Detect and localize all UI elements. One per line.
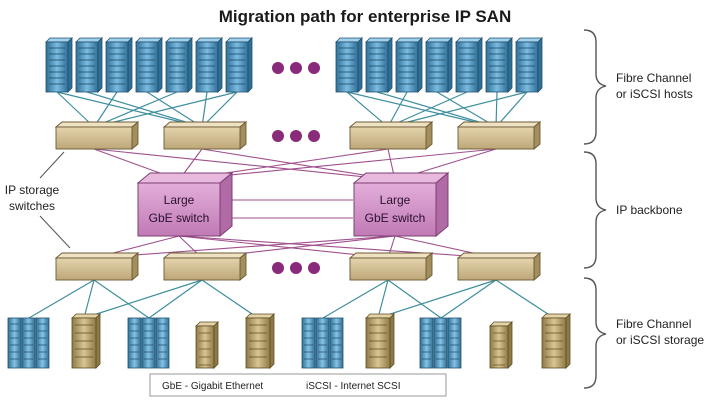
ip-switches-label-2: switches [9, 199, 55, 213]
backbone-link [93, 235, 396, 259]
iscsi-storage-unit [541, 313, 571, 369]
fc-storage-array [7, 317, 50, 369]
host-link [387, 91, 468, 128]
bottom-ip-switch [162, 252, 248, 281]
top-ip-switch [348, 121, 434, 150]
core-switch-right-label-1: Large [380, 193, 411, 207]
iscsi-storage-unit [245, 313, 275, 369]
backbone-link [178, 235, 497, 259]
ellipsis-hosts [272, 62, 320, 74]
legend: GbE - Gigabit Ethernet iSCSI - Internet … [149, 373, 447, 397]
host-server [75, 37, 103, 93]
diagram-title: Migration path for enterprise IP SAN [219, 7, 512, 26]
storage-link [148, 279, 203, 319]
ip-switches-pointer-bottom [39, 215, 71, 249]
host-link [56, 91, 203, 128]
bottom-ip-switch [456, 252, 542, 281]
host-link [201, 91, 208, 128]
storage-devices [7, 313, 571, 369]
storage-link [387, 279, 442, 319]
storage-link [495, 279, 555, 319]
host-server [365, 37, 393, 93]
storage-link [93, 279, 150, 319]
fc-storage-array [419, 317, 462, 369]
host-server [485, 37, 513, 93]
iscsi-storage-unit [71, 313, 101, 369]
host-servers [45, 37, 543, 93]
bottom-ip-switch [348, 252, 434, 281]
ellipsis-bottom-switches [272, 262, 320, 274]
storage-label-1: Fibre Channel [616, 317, 691, 331]
backbone-label: IP backbone [616, 203, 683, 217]
host-link [93, 91, 238, 128]
host-link [387, 91, 528, 128]
host-link [56, 91, 95, 128]
top-ip-switch [54, 121, 140, 150]
storage-link [83, 279, 203, 319]
host-server [455, 37, 483, 93]
core-switch-right: Large GbE switch [352, 171, 450, 238]
storage-link [440, 279, 497, 319]
core-switch-left-label-1: Large [164, 193, 195, 207]
iscsi-storage-unit [195, 321, 219, 369]
hosts-label-1: Fibre Channel [616, 71, 691, 85]
iscsi-storage-unit [365, 313, 395, 369]
host-link [146, 91, 203, 128]
storage-link [28, 279, 95, 319]
host-storage-links [28, 91, 555, 319]
host-link [436, 91, 497, 128]
backbone-link [201, 148, 396, 181]
host-link [86, 91, 203, 128]
host-server [45, 37, 73, 93]
host-link [376, 91, 497, 128]
ellipsis-top-switches [272, 130, 320, 142]
core-switch-right-label-2: GbE switch [365, 211, 426, 225]
ip-switches-pointer-top [39, 151, 65, 179]
core-switch-left-label-2: GbE switch [149, 211, 210, 225]
host-link [387, 91, 408, 128]
host-server [395, 37, 423, 93]
host-server [165, 37, 193, 93]
host-server [135, 37, 163, 93]
storage-brace [583, 277, 607, 389]
host-link [495, 91, 498, 128]
storage-link [201, 279, 259, 319]
host-server [195, 37, 223, 93]
ip-switches-label-1: IP storage [5, 183, 60, 197]
host-server [105, 37, 133, 93]
host-server [515, 37, 543, 93]
host-server [335, 37, 363, 93]
iscsi-storage-unit [489, 321, 513, 369]
core-switch-left: Large GbE switch [136, 171, 234, 238]
storage-link [377, 279, 389, 319]
legend-iscsi: iSCSI - Internet SCSI [306, 381, 400, 392]
hosts-label-2: or iSCSI hosts [616, 87, 693, 101]
host-link [346, 91, 497, 128]
top-ip-switch [456, 121, 542, 150]
host-link [93, 91, 178, 128]
fc-storage-array [301, 317, 344, 369]
host-link [93, 91, 118, 128]
ip-storage-switches [54, 121, 542, 281]
storage-label-2: or iSCSI storage [616, 333, 704, 347]
fc-storage-array [127, 317, 170, 369]
backbone-link [93, 148, 396, 181]
storage-link [83, 279, 95, 319]
host-link [201, 91, 238, 128]
legend-gbe: GbE - Gigabit Ethernet [162, 381, 263, 392]
host-server [225, 37, 253, 93]
bottom-ip-switch [54, 252, 140, 281]
storage-link [322, 279, 389, 319]
host-link [346, 91, 389, 128]
backbone-brace [583, 151, 607, 269]
host-link [495, 91, 528, 128]
storage-link [377, 279, 497, 319]
top-ip-switch [162, 121, 248, 150]
host-server [425, 37, 453, 93]
hosts-brace [583, 29, 607, 145]
backbone-link [178, 235, 389, 259]
